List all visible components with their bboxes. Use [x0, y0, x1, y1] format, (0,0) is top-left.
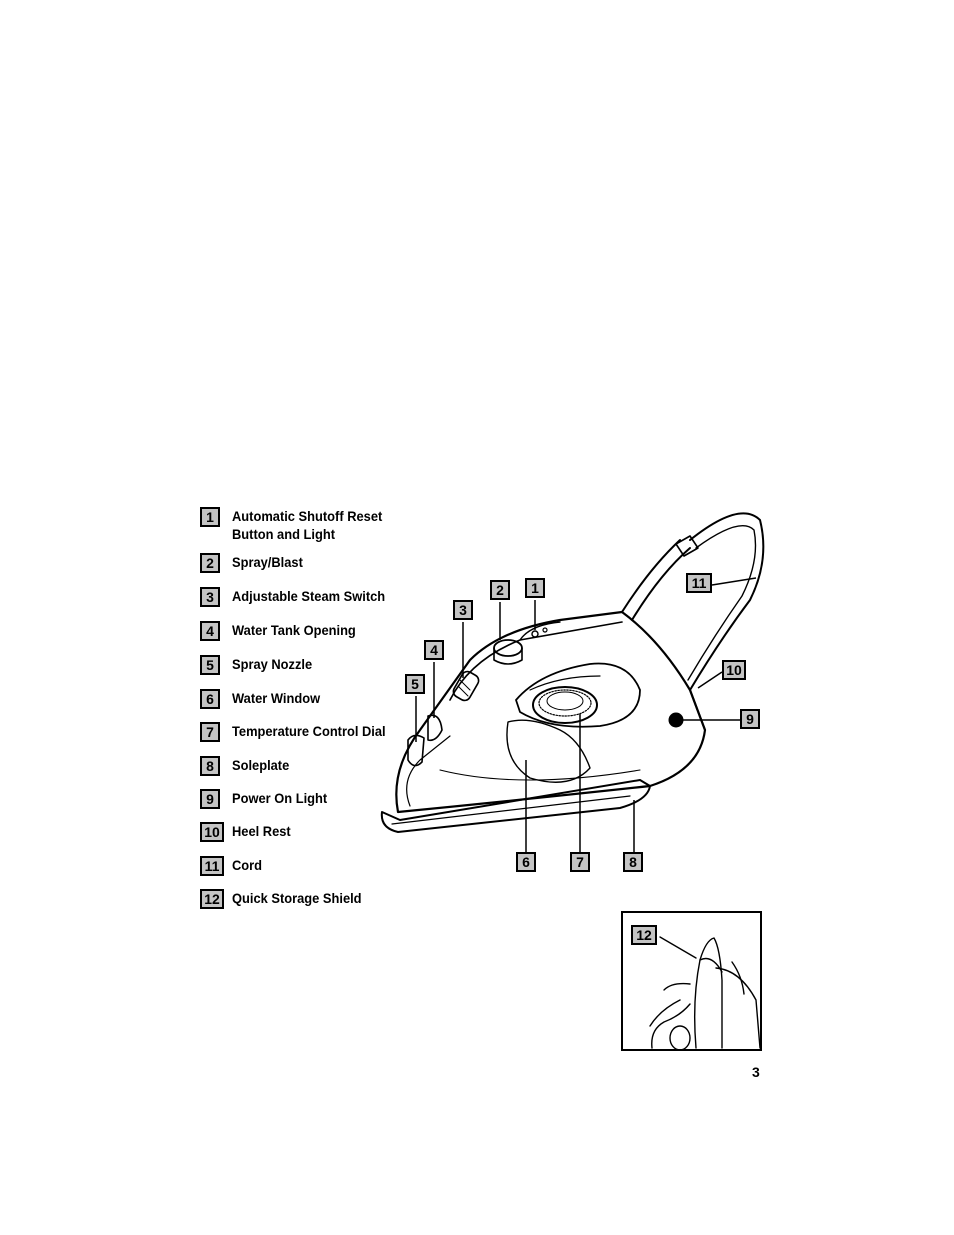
legend-item: 1 Automatic Shutoff Reset Button and Lig…	[200, 507, 395, 543]
legend-label: Water Window	[232, 689, 320, 707]
legend-item: 5 Spray Nozzle	[200, 655, 319, 675]
legend-item: 10 Heel Rest	[200, 822, 296, 842]
callout-badge: 6	[516, 852, 536, 872]
legend-item: 6 Water Window	[200, 689, 328, 709]
part-number-badge: 10	[200, 822, 224, 842]
callout-badge: 3	[453, 600, 473, 620]
storage-shield-inset: 12	[621, 911, 762, 1051]
legend-label: Soleplate	[232, 756, 289, 774]
part-number-badge: 11	[200, 856, 224, 876]
callout-badge: 5	[405, 674, 425, 694]
callout-badge: 7	[570, 852, 590, 872]
legend-item: 4 Water Tank Opening	[200, 621, 367, 641]
callout-badge: 12	[631, 925, 657, 945]
legend-label: Cord	[232, 856, 262, 874]
legend-label-group: Automatic Shutoff Reset Button and Light	[220, 507, 395, 543]
callout-badge: 8	[623, 852, 643, 872]
legend-label: Water Tank Opening	[232, 621, 356, 639]
part-number-badge: 12	[200, 889, 224, 909]
legend-label: Temperature Control Dial	[232, 722, 386, 740]
callout-badge: 4	[424, 640, 444, 660]
legend-item: 11 Cord	[200, 856, 265, 876]
page-number: 3	[752, 1064, 760, 1080]
callout-badge: 11	[686, 573, 712, 593]
part-number-badge: 6	[200, 689, 220, 709]
legend-item: 8 Soleplate	[200, 756, 294, 776]
part-number-badge: 3	[200, 587, 220, 607]
callout-badge: 10	[722, 660, 746, 680]
callout-badge: 2	[490, 580, 510, 600]
part-number-badge: 5	[200, 655, 220, 675]
legend-label: Quick Storage Shield	[232, 889, 362, 907]
part-number-badge: 9	[200, 789, 220, 809]
legend-item: 7 Temperature Control Dial	[200, 722, 399, 742]
part-number-badge: 4	[200, 621, 220, 641]
legend-label: Power On Light	[232, 789, 327, 807]
part-number-badge: 8	[200, 756, 220, 776]
callout-badge: 1	[525, 578, 545, 598]
part-number-badge: 7	[200, 722, 220, 742]
legend-item: 3 Adjustable Steam Switch	[200, 587, 398, 607]
part-number-badge: 2	[200, 553, 220, 573]
legend-item: 2 Spray/Blast	[200, 553, 309, 573]
legend-label-line-2: Button and Light	[232, 525, 382, 543]
legend-label: Automatic Shutoff Reset	[232, 507, 382, 525]
legend-item: 12 Quick Storage Shield	[200, 889, 373, 909]
legend-label: Spray/Blast	[232, 553, 303, 571]
legend-label: Adjustable Steam Switch	[232, 587, 385, 605]
legend-label: Spray Nozzle	[232, 655, 312, 673]
callout-badge: 9	[740, 709, 760, 729]
legend-item: 9 Power On Light	[200, 789, 335, 809]
legend-label: Heel Rest	[232, 822, 291, 840]
part-number-badge: 1	[200, 507, 220, 527]
